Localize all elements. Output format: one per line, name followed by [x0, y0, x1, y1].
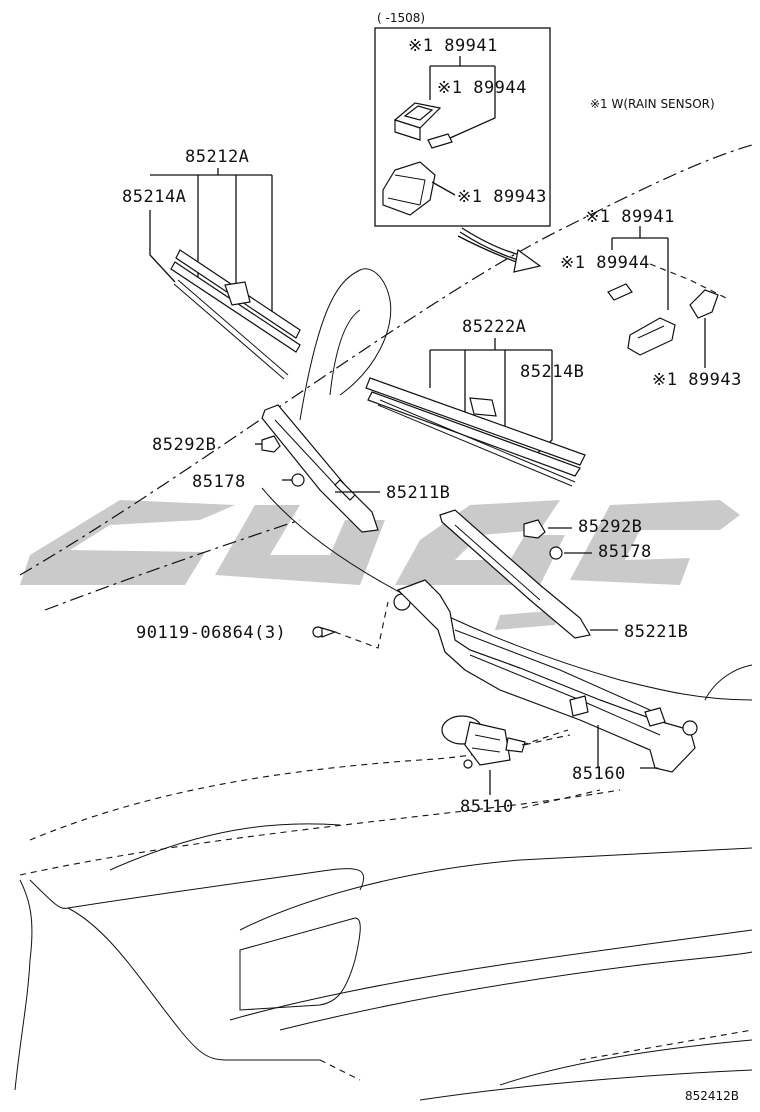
wiper-arm-right: 85292B 85178 85221B — [439, 509, 688, 642]
label-85212A: 85212A — [185, 147, 249, 167]
label-inset-89941: ※1 89941 — [408, 36, 498, 56]
label-inset-89944: ※1 89944 — [437, 78, 527, 98]
sensor-pad-icon — [607, 283, 633, 301]
label-85214B: 85214B — [520, 362, 584, 382]
nut-85178-right — [549, 546, 563, 560]
label-85292B-right: 85292B — [578, 517, 642, 537]
wiper-motor-85110: 85110 — [441, 715, 601, 817]
label-89944: ※1 89944 — [560, 253, 650, 273]
bolt-90119: 90119-06864(3) — [136, 601, 389, 649]
legend-note: ※1 W(RAIN SENSOR) — [590, 97, 715, 111]
wiper-blade-right: 85222A 85214B — [365, 317, 586, 487]
watermark — [20, 500, 740, 630]
nut-85178-left — [291, 473, 305, 487]
sensor-group-right: ※1 89941 ※1 89944 ※1 89943 — [560, 207, 742, 390]
label-85178-left: 85178 — [192, 472, 246, 492]
label-inset-89943: ※1 89943 — [457, 187, 547, 207]
label-85110: 85110 — [460, 797, 514, 817]
rain-sensor-icon — [393, 102, 442, 141]
sensor-pad-icon — [427, 133, 453, 149]
label-85222A: 85222A — [462, 317, 526, 337]
wiper-link-85160: 85160 — [393, 579, 698, 784]
label-85221B: 85221B — [624, 622, 688, 642]
cap-85292B-right — [523, 519, 546, 539]
label-85211B: 85211B — [386, 483, 450, 503]
sensor-cover-icon — [382, 161, 436, 216]
arrow-icon — [457, 227, 542, 273]
label-85178-right: 85178 — [598, 542, 652, 562]
wiper-blade-left: 85212A 85214A — [122, 147, 301, 380]
inset-box: ( -1508) ※1 89941 ※1 89944 ※1 89943 — [374, 11, 551, 227]
label-85214A: 85214A — [122, 187, 186, 207]
wiper-arm-left: 85292B 85178 85211B — [152, 404, 450, 533]
label-85160: 85160 — [572, 764, 626, 784]
label-85292B-left: 85292B — [152, 435, 216, 455]
figure-code: 852412B — [685, 1089, 739, 1103]
vehicle-outline — [14, 144, 753, 1101]
period-note: ( -1508) — [377, 11, 425, 25]
label-89941: ※1 89941 — [585, 207, 675, 227]
label-90119: 90119-06864(3) — [136, 623, 286, 643]
rain-sensor-icon — [627, 317, 676, 356]
label-89943: ※1 89943 — [652, 370, 742, 390]
sensor-cover-icon — [689, 289, 719, 319]
cap-85292B-left — [261, 435, 281, 453]
